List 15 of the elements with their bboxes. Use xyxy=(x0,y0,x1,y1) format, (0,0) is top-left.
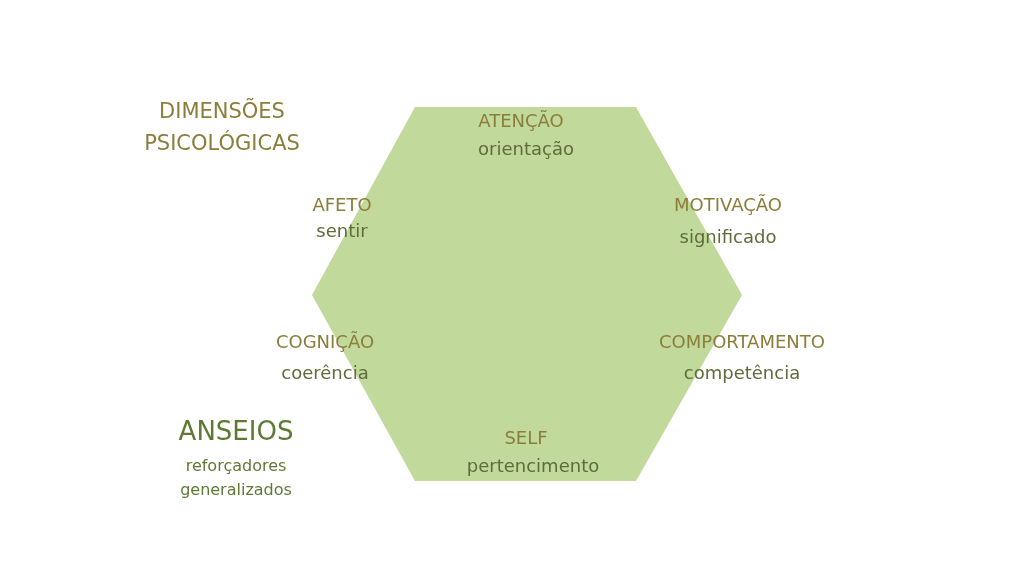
dimension-title: MOTIVAÇÃO xyxy=(674,194,782,216)
dimension-title: COGNIÇÃO xyxy=(275,331,375,353)
heading: DIMENSÕES PSICOLÓGICAS xyxy=(143,97,301,157)
heading: ANSEIOS xyxy=(178,416,294,448)
dimension-subtitle: sentir xyxy=(316,220,368,242)
dimension-title: AFETO xyxy=(312,194,372,216)
dimension-subtitle: orientação xyxy=(478,138,574,160)
dimension-subtitle: pertencimento xyxy=(466,455,600,477)
dimension-title: ATENÇÃO xyxy=(478,110,564,132)
dimension-subtitle: competência xyxy=(683,362,801,384)
dimension-title: COMPORTAMENTO xyxy=(659,331,825,353)
subheading: reforçadores generalizados xyxy=(179,455,293,501)
dimension-title: SELF xyxy=(504,427,548,449)
dimension-subtitle: coerência xyxy=(281,362,369,384)
dimension-subtitle: significado xyxy=(679,226,777,248)
